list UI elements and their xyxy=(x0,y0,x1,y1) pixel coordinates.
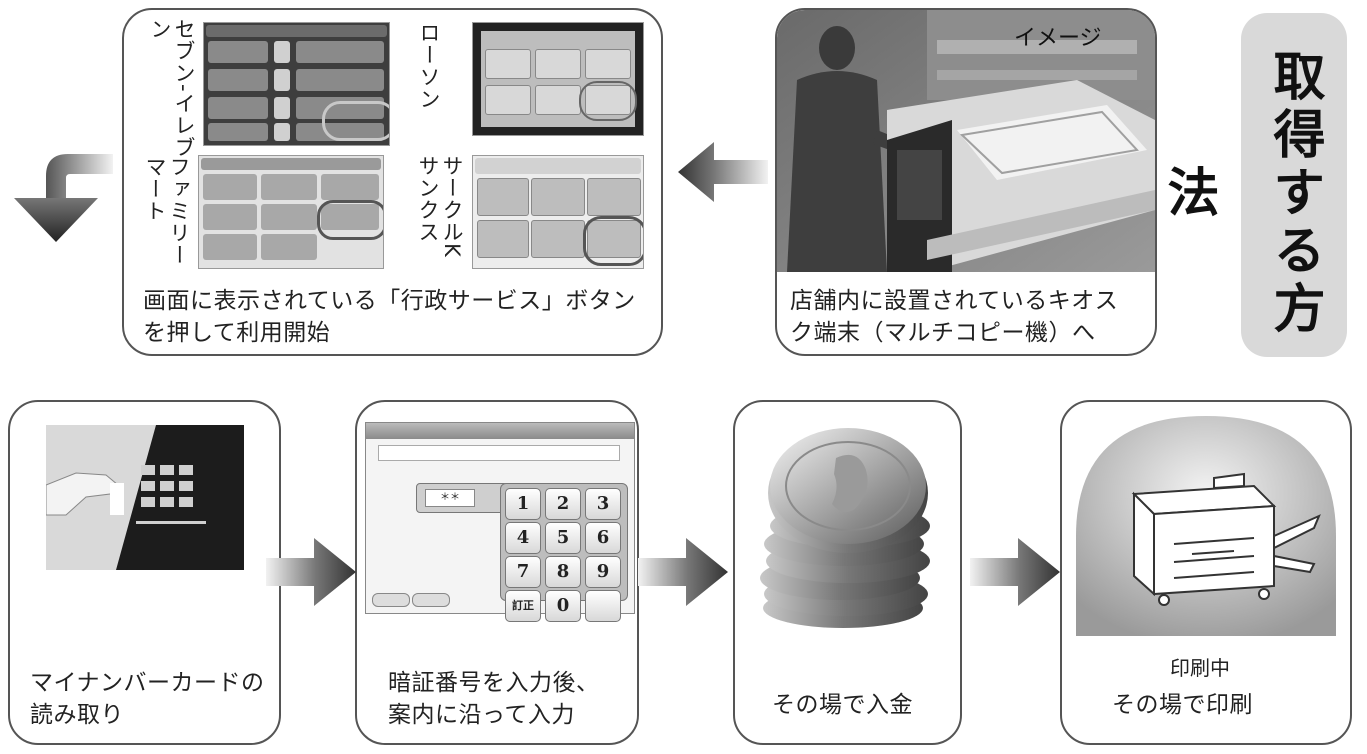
keypad-key-correct[interactable]: 訂正 xyxy=(505,590,541,622)
familymart-screen-image xyxy=(198,155,384,269)
step2-caption-line1: 暗証番号を入力後、 xyxy=(388,670,600,696)
keypad-key-1[interactable]: 1 xyxy=(505,488,541,520)
coin-stack-image xyxy=(760,428,930,628)
keypad-key-8[interactable]: 8 xyxy=(545,556,581,588)
pin-display: ＊＊ xyxy=(425,489,475,507)
method-title-badge: 取得する方法 xyxy=(1158,13,1347,357)
method-title: 取得する方法 xyxy=(1158,49,1324,339)
right-arrow-icon xyxy=(638,538,728,606)
circlek-sunkus-screen-image xyxy=(472,155,644,269)
image-label: イメージ xyxy=(1014,26,1102,51)
seven-eleven-screen-image xyxy=(203,22,390,146)
card-reader-image xyxy=(46,425,244,570)
store-label-lawson: ローソン xyxy=(417,22,441,110)
step2-caption-line2: 案内に沿って入力 xyxy=(388,702,575,728)
right-arrow-icon xyxy=(970,538,1060,606)
keypad-key-5[interactable]: 5 xyxy=(545,522,581,554)
keypad-key-blank[interactable] xyxy=(585,590,621,622)
step3-caption: その場で入金 xyxy=(772,692,913,718)
keypad-key-9[interactable]: 9 xyxy=(585,556,621,588)
keypad-key-4[interactable]: 4 xyxy=(505,522,541,554)
step4-caption: その場で印刷 xyxy=(1112,692,1253,718)
keypad-key-6[interactable]: 6 xyxy=(585,522,621,554)
top-left-caption-line2: を押して利用開始 xyxy=(143,320,331,346)
printer-image xyxy=(1076,416,1336,636)
lawson-screen-image xyxy=(472,22,644,136)
store-label-familymart: ファミリーマート xyxy=(143,156,191,266)
right-arrow-icon xyxy=(266,538,356,606)
keypad-key-2[interactable]: 2 xyxy=(545,488,581,520)
step1-caption-line2: 読み取り xyxy=(30,702,124,728)
keypad-key-7[interactable]: 7 xyxy=(505,556,541,588)
step1-caption-line1: マイナンバーカードの xyxy=(30,670,265,696)
store-label-seven-eleven: セブン-イレブン xyxy=(148,18,196,159)
top-right-caption-line2: ク端末（マルチコピー機）へ xyxy=(790,320,1096,346)
top-left-caption-line1: 画面に表示されている「行政サービス」ボタン xyxy=(143,288,636,314)
keypad-key-3[interactable]: 3 xyxy=(585,488,621,520)
left-arrow-icon xyxy=(678,142,768,202)
store-label-circlek-sunkus: サークルK サンクス xyxy=(416,155,464,258)
top-right-caption-line1: 店舗内に設置されているキオス xyxy=(790,288,1119,314)
keypad-key-0[interactable]: 0 xyxy=(545,590,581,622)
kiosk-photo-image xyxy=(777,10,1155,272)
printing-status-label: 印刷中 xyxy=(1170,656,1230,680)
down-left-arrow-icon xyxy=(14,154,113,242)
